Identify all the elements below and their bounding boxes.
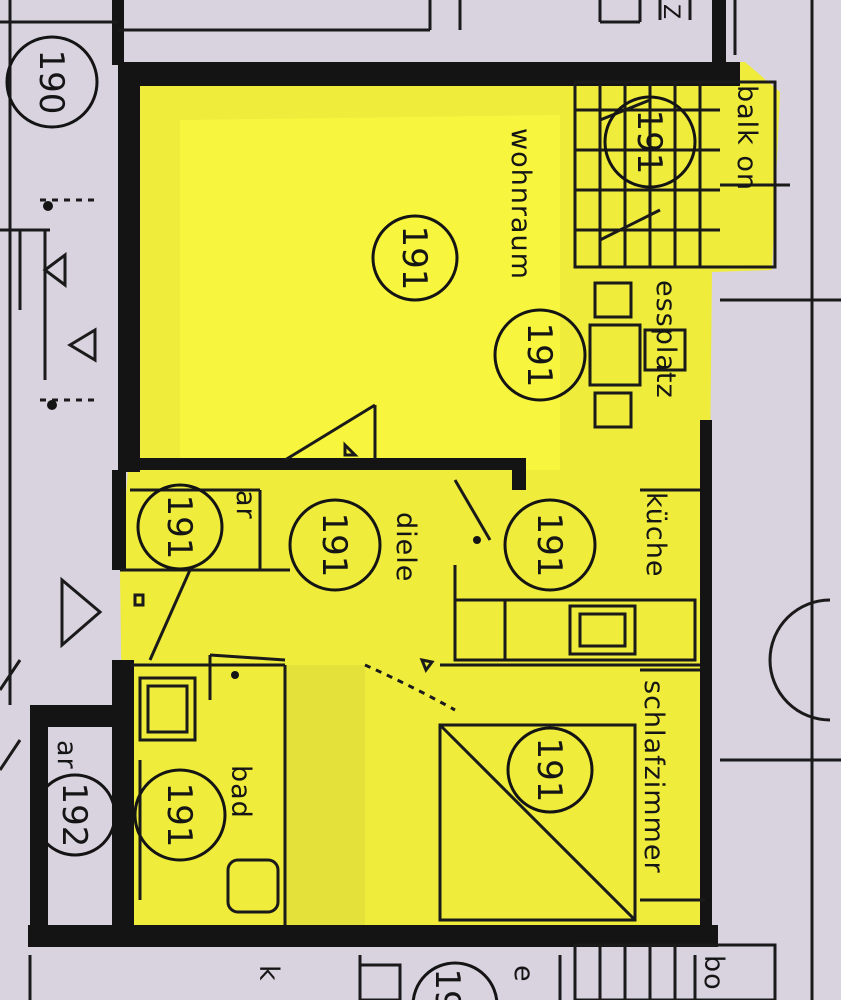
unit-circle-kitchen: 191 [503, 498, 597, 592]
living-door [284, 403, 377, 462]
unit-circle-bath: 191 [133, 768, 227, 862]
apartment-highlight [120, 62, 780, 935]
label-schlafzimmer: schlafzimmer [638, 680, 669, 874]
fragment-top-right: Z [658, 4, 683, 19]
kitchen-counter [453, 565, 697, 662]
unit-number-bottom: 19 [427, 968, 467, 1000]
label-wohnraum: wohnraum [505, 128, 536, 280]
unit-number-190: 190 [31, 50, 71, 115]
unit-circle-190: 190 [5, 35, 99, 129]
dining-set [588, 281, 687, 429]
unit-circle-hall: 191 [288, 498, 382, 592]
label-bad: bad [225, 765, 256, 819]
unit-circle-storage: 191 [136, 483, 224, 571]
fragment-bottom-left: k [253, 965, 284, 982]
unit-circle-balcony: 191 [603, 95, 697, 189]
neighbor-door-arc [768, 598, 831, 722]
unit-number-storage: 191 [159, 495, 199, 560]
hall-door [208, 653, 456, 712]
unit-number-bedroom: 191 [529, 738, 569, 803]
label-kueche: küche [640, 492, 671, 578]
label-balkon: balk on [731, 85, 762, 191]
unit-number-hall: 191 [314, 513, 354, 578]
kitchen-door [453, 479, 492, 544]
label-essplatz: essplatz [650, 280, 681, 399]
unit-number-kitchen: 191 [529, 513, 569, 578]
label-diele: diele [390, 512, 421, 582]
unit-number-192: 192 [54, 783, 94, 848]
fragment-bottom-mid: e [508, 965, 539, 983]
unit-circle-192: 192 [33, 773, 117, 857]
unit-number-balcony: 191 [629, 110, 669, 175]
stair-symbols [0, 198, 103, 771]
unit-number-living: 191 [394, 226, 434, 291]
storage-room [120, 488, 290, 661]
unit-circle-bottom-partial: 19 [411, 961, 499, 1000]
unit-circle-dining: 191 [493, 308, 587, 402]
unit-circle-living: 191 [371, 214, 459, 302]
unit-circle-bedroom: 191 [506, 726, 594, 814]
bedroom-bed [438, 663, 700, 922]
unit-number-dining: 191 [519, 323, 559, 388]
label-ar-neighbor: ar [51, 740, 82, 770]
unit-number-bath: 191 [159, 783, 199, 848]
wall-ticks [640, 488, 705, 902]
fragment-bottom-right: bo [698, 955, 729, 991]
balcony-grid [573, 80, 790, 269]
walls [28, 0, 740, 947]
bathroom-fixtures [130, 663, 287, 925]
label-ar: ar [230, 490, 261, 520]
